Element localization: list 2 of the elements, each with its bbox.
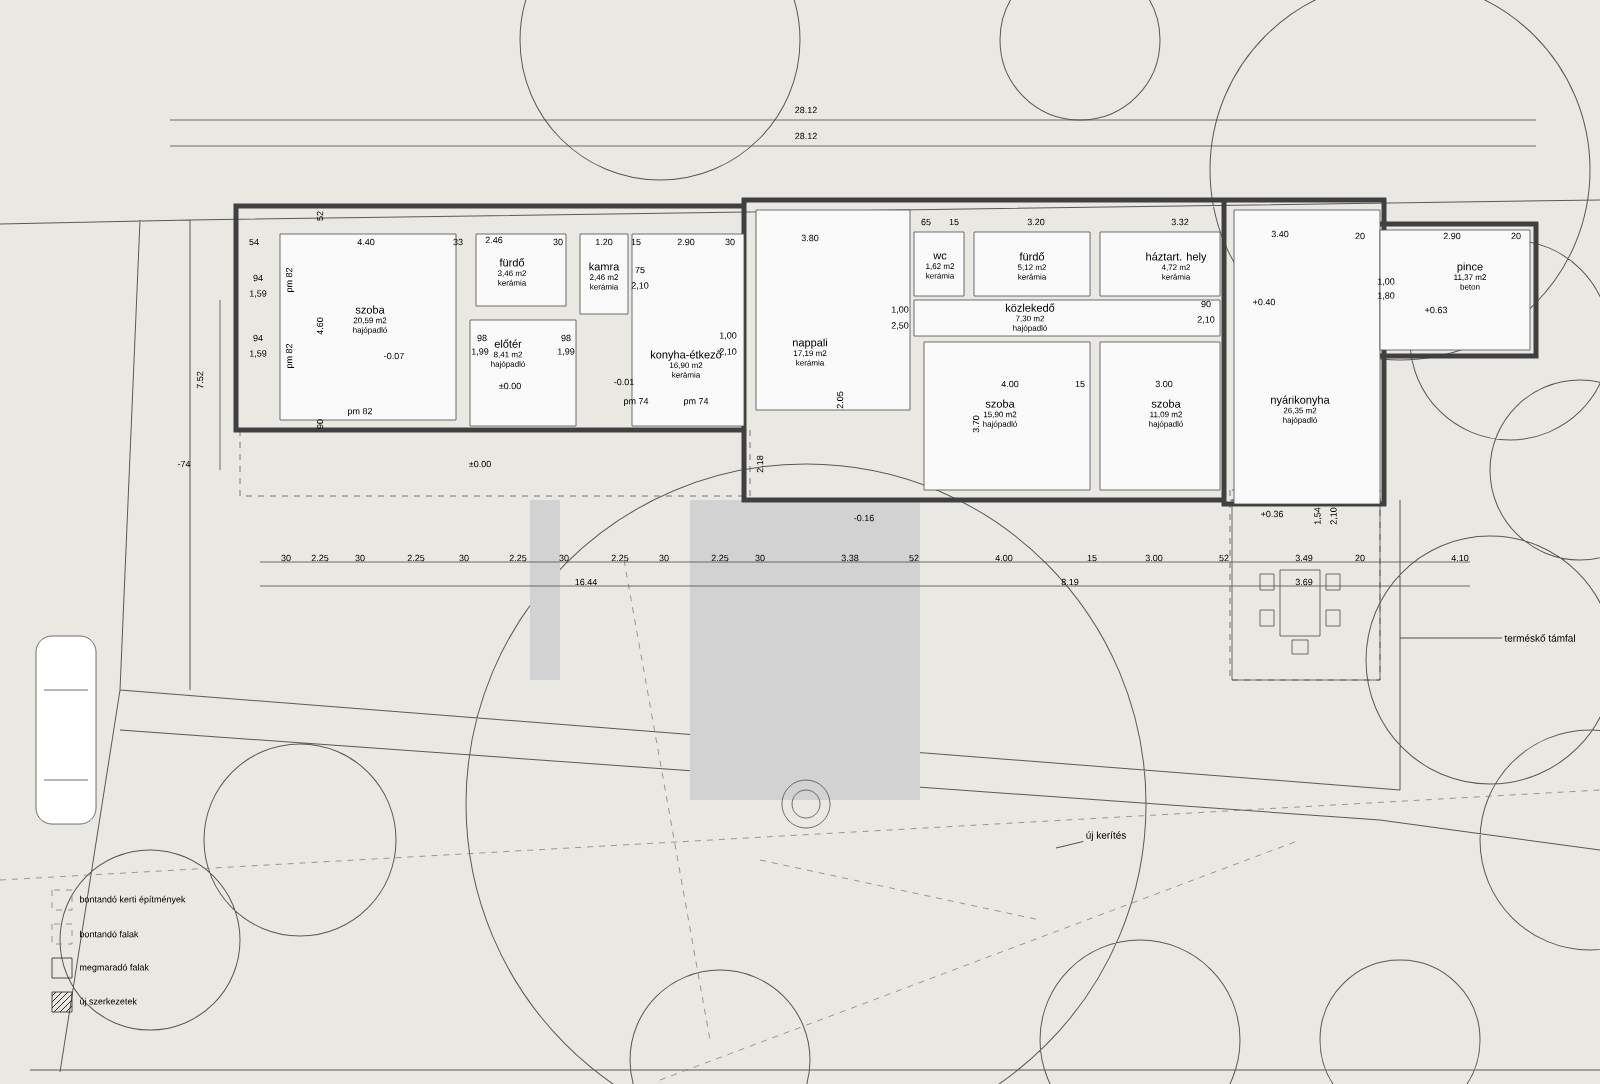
leader-line — [1055, 841, 1084, 849]
leader-line — [1399, 637, 1503, 639]
